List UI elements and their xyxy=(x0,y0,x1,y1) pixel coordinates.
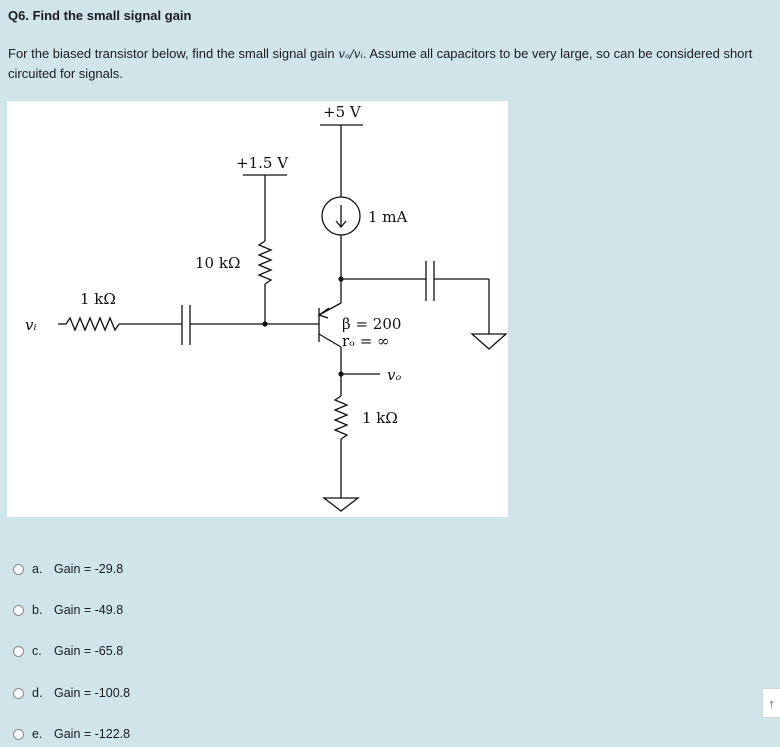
option-label: Gain = -65.8 xyxy=(54,644,124,658)
option-d[interactable]: d. Gain = -100.8 xyxy=(13,684,213,702)
input-node-label: vᵢ xyxy=(25,316,37,334)
option-letter: b. xyxy=(32,603,43,617)
bias-resistor-label: 10 kΩ xyxy=(195,254,240,272)
option-label: Gain = -122.8 xyxy=(54,727,131,741)
radio-button[interactable] xyxy=(13,728,24,740)
beta-label: β = 200 xyxy=(342,315,401,333)
question-title: Q6. Find the small signal gain xyxy=(8,8,192,23)
emitter-resistor-label: 1 kΩ xyxy=(362,409,398,427)
option-label: Gain = -49.8 xyxy=(54,603,124,617)
option-letter: a. xyxy=(32,562,43,576)
radio-button[interactable] xyxy=(13,645,24,657)
supply-5v-label: +5 V xyxy=(323,103,362,121)
supply-1v5-label: +1.5 V xyxy=(236,154,289,172)
option-label: Gain = -100.8 xyxy=(54,686,131,700)
prompt-text-end: . Assume all capacitors to be very large… xyxy=(8,46,753,81)
ro-label: rₒ = ∞ xyxy=(342,332,390,350)
option-e[interactable]: e. Gain = -122.8 xyxy=(13,725,213,743)
option-a[interactable]: a. Gain = -29.8 xyxy=(13,560,213,578)
output-node-label: vₒ xyxy=(387,366,401,384)
option-b[interactable]: b. Gain = -49.8 xyxy=(13,601,213,619)
option-label: Gain = -29.8 xyxy=(54,562,124,576)
prompt-gain-expression: vₒ/vᵢ xyxy=(338,47,363,61)
question-prompt: For the biased transistor below, find th… xyxy=(8,44,768,83)
input-resistor-label: 1 kΩ xyxy=(80,290,116,308)
arrow-up-icon: ↑ xyxy=(768,695,775,711)
option-letter: d. xyxy=(32,686,43,700)
radio-button[interactable] xyxy=(13,563,24,575)
option-letter: e. xyxy=(32,727,43,741)
radio-button[interactable] xyxy=(13,604,24,616)
radio-button[interactable] xyxy=(13,687,24,699)
option-letter: c. xyxy=(32,644,42,658)
option-c[interactable]: c. Gain = -65.8 xyxy=(13,642,213,660)
circuit-diagram: +5 V +1.5 V 1 mA 10 kΩ 1 kΩ vᵢ β = 200 r… xyxy=(7,101,508,517)
prompt-text-start: For the biased transistor below, find th… xyxy=(8,46,339,61)
scroll-to-top-button[interactable]: ↑ xyxy=(762,688,780,718)
current-source-label: 1 mA xyxy=(368,208,408,226)
